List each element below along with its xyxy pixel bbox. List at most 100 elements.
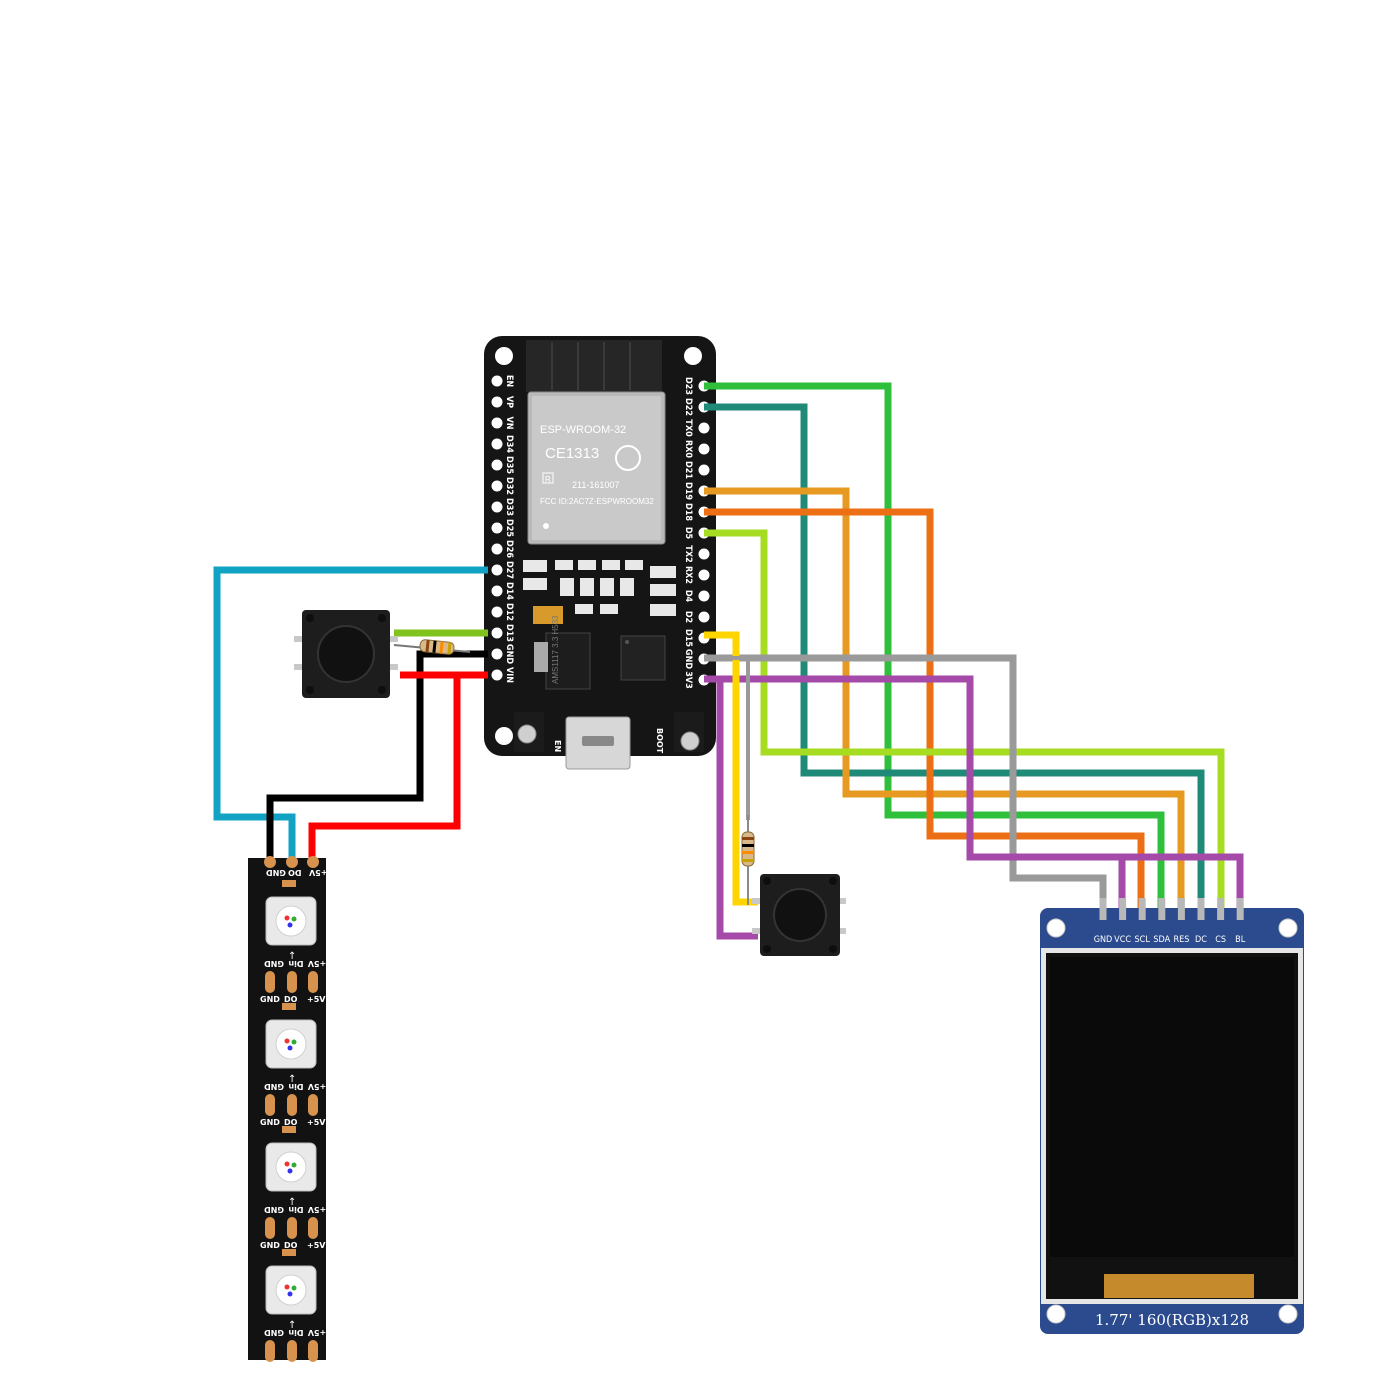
pin-label-right-d23: D23 [683,377,693,395]
wire-d19-res [704,487,1185,918]
pin-hole-left-en [491,375,503,387]
resistor-2 [741,815,755,905]
solder-pad [308,1217,318,1239]
push-button-1[interactable] [294,610,398,698]
lcd-pin-scl [1138,898,1146,920]
strip-in-label-2: +5V [307,1082,326,1091]
cert-number: 211-161007 [572,480,619,490]
display-caption: 1.77' 160(RGB)x128 [1095,1311,1249,1329]
pin-hole-left-vn [491,417,503,429]
pin-label-left-en: EN [504,375,514,388]
en-button-label: EN [553,740,562,752]
wire-3v3-button2 [704,675,758,940]
strip-pin-gnd: GND [266,868,286,877]
fcc-id: FCC ID:2AC7Z-ESPWROOM32 [540,497,654,506]
strip-in-label-0: GND [264,1328,284,1337]
lcd-pin-cs [1217,898,1225,920]
strip-out-label-0: GND [260,1118,280,1127]
lcd-pin-gnd [1099,898,1107,920]
pin-label-right-d15: D15 [683,629,693,647]
strip-pin-do: DO [288,868,302,877]
strip-out-label-0: GND [260,995,280,1004]
strip-in-label-2: +5V [307,1205,326,1214]
pin-label-right-rx0: RX0 [683,440,693,458]
strip-in-label-1: Din [288,1205,303,1214]
pin-label-left-d32: D32 [504,477,514,495]
pin-label-left-d25: D25 [504,519,514,537]
pin-label-right-tx2: TX2 [683,545,693,562]
pin-label-right-d18: D18 [683,503,693,521]
solder-pad [265,971,275,993]
pin-label-right-d2: D2 [683,611,693,623]
wire-d27-led-data [213,566,488,862]
pin-hole-left-vin [491,669,503,681]
arrow-icon: ↑ [288,1320,296,1331]
pin-hole-right-d21 [698,464,710,476]
solder-pad [308,971,318,993]
solder-pad [265,1217,275,1239]
pin-label-right-d22: D22 [683,398,693,416]
strip-in-label-1: Din [288,1082,303,1091]
lcd-pin-dc [1197,898,1205,920]
flex-cable [1104,1274,1254,1298]
lcd-pin-bl [1236,898,1244,920]
pin-hole-left-d26 [491,543,503,555]
arrow-icon: ↑ [288,951,296,962]
solder-pad [265,1094,275,1116]
en-button[interactable] [514,712,544,752]
mount-hole [495,347,513,365]
pin-hole-left-d14 [491,585,503,597]
lcd-pin-res [1177,898,1185,920]
pin-label-left-d27: D27 [504,561,514,579]
wire-d18-scl [704,508,1145,918]
pin-label-left-vin: VIN [504,667,514,683]
smd-components [523,560,676,616]
boot-button-label: BOOT [655,728,664,754]
wire-d5-cs [704,529,1225,918]
strip-out-label-2: +5V [307,1118,326,1127]
led-pixel [265,1142,317,1192]
strip-out-label-0: GND [260,1241,280,1250]
pin-hole-left-d25 [491,522,503,534]
pin-hole-left-d33 [491,501,503,513]
solder-pad [265,1340,275,1362]
pin-label-left-gnd: GND [504,644,514,664]
button-1-cap[interactable] [317,625,375,683]
wire-gnd-resistor [704,656,750,820]
pin-label-right-tx0: TX0 [683,419,693,437]
pin-label-right-d5: D5 [683,527,693,540]
wire-d23-sda [704,382,1165,918]
pin-hole-left-gnd [491,648,503,660]
wire-3v3-vcc [704,675,1126,918]
strip-out-label-2: +5V [307,1241,326,1250]
button-2-cap[interactable] [773,888,827,942]
esp32-board: ESP-WROOM-32 CE1313 R 211-161007 FCC ID:… [484,336,716,770]
pin-hole-left-d27 [491,564,503,576]
wire-d22-dc [704,403,1205,918]
pin-label-left-vn: VN [504,416,514,429]
pin-hole-right-rx2 [698,569,710,581]
pin-hole-left-d34 [491,438,503,450]
module-name: ESP-WROOM-32 [540,424,626,436]
lcd-pin-label-sda: SDA [1153,935,1170,945]
push-button-2[interactable] [752,874,846,956]
r-mark: R [545,475,551,484]
antenna [526,340,662,392]
lcd-pin-label-bl: BL [1235,935,1246,945]
strip-in-label-0: GND [264,959,284,968]
pin-label-left-d33: D33 [504,498,514,516]
pin-hole-left-vp [491,396,503,408]
lcd-pin-label-gnd: GND [1094,935,1113,945]
pin-hole-right-d2 [698,611,710,623]
strip-in-label-2: +5V [307,959,326,968]
lcd-pin-label-dc: DC [1195,935,1207,945]
mount-hole [684,347,702,365]
solder-pad [308,1094,318,1116]
pin-label-left-d26: D26 [504,540,514,558]
strip-in-label-1: Din [288,959,303,968]
boot-button[interactable] [674,712,704,752]
arrow-icon: ↑ [288,1074,296,1085]
resistor-1 [393,639,471,655]
wire-vin-led-5v [308,671,488,862]
